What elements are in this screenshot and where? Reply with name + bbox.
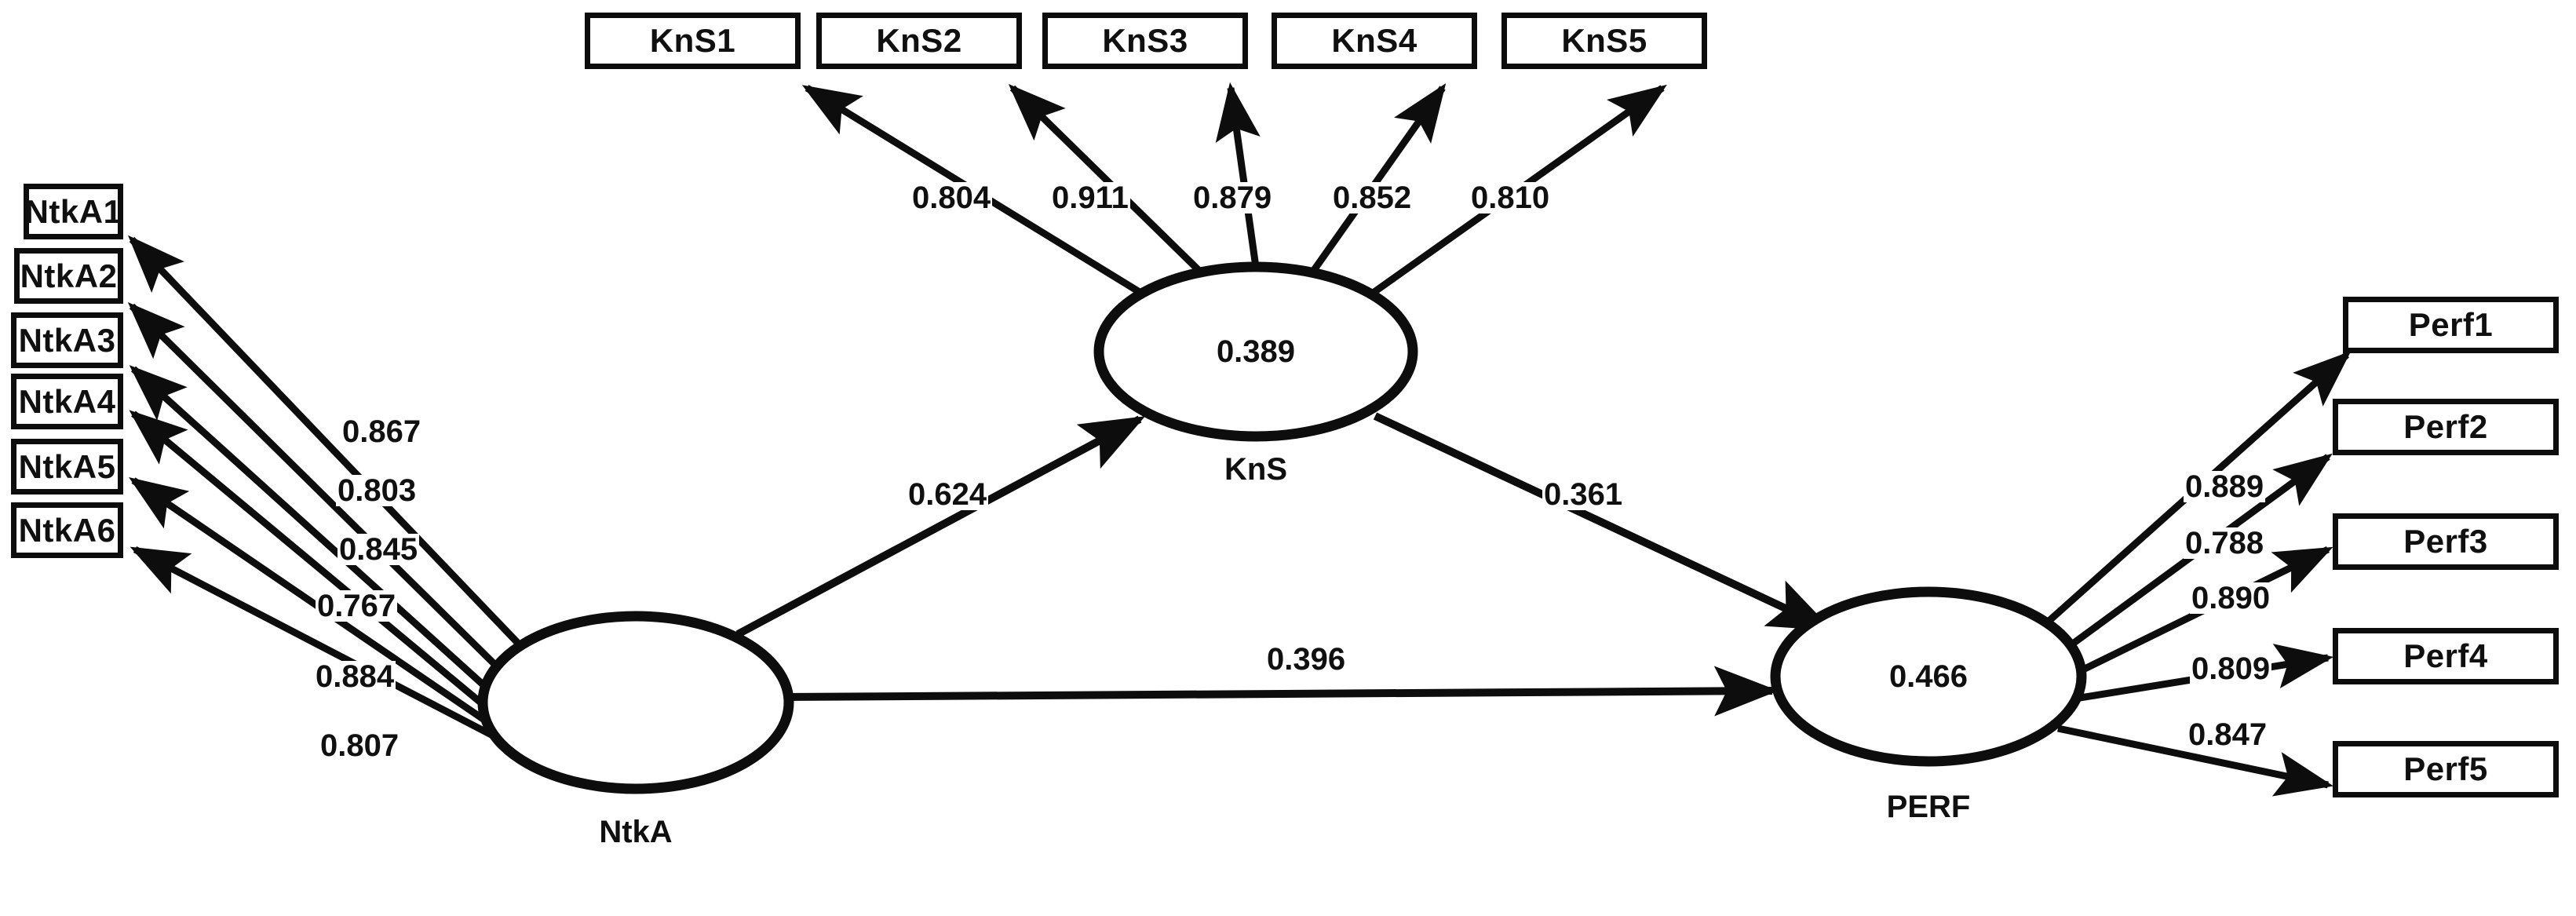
path-coefficient-ntka-kns: 0.624 xyxy=(907,477,989,512)
indicator-label-ntka4: NtkA4 xyxy=(18,382,116,420)
ellipse-perf[interactable] xyxy=(1770,586,2087,767)
arrow-ntka-to-ntka4 xyxy=(129,410,491,712)
structural-paths xyxy=(735,412,1833,717)
arrow-ntka-to-ntka6 xyxy=(130,546,527,755)
indicator-box-kns4[interactable]: KnS4 xyxy=(1272,13,1477,69)
loading-label-ntka2: 0.803 xyxy=(336,473,418,508)
indicator-label-perf5: Perf5 xyxy=(2403,750,2488,787)
path-ntka-to-perf xyxy=(789,666,1779,717)
indicator-label-ntka2: NtkA2 xyxy=(20,257,118,294)
indicator-label-perf4: Perf4 xyxy=(2403,637,2488,674)
arrow-ntka-to-ntka1 xyxy=(128,235,531,656)
r2-value-kns: 0.389 xyxy=(1216,334,1296,369)
loading-label-ntka3: 0.845 xyxy=(338,532,420,567)
arrow-kns-to-kns2 xyxy=(1008,83,1204,276)
loading-label-kns3: 0.879 xyxy=(1191,181,1274,215)
indicator-label-perf3: Perf3 xyxy=(2403,523,2488,560)
indicator-box-ntka2[interactable]: NtkA2 xyxy=(14,248,123,304)
path-kns-to-perf xyxy=(1373,412,1833,632)
indicator-label-perf1: Perf1 xyxy=(2408,306,2494,343)
ellipse-ntka[interactable] xyxy=(477,611,794,794)
indicator-box-kns2[interactable]: KnS2 xyxy=(816,13,1022,69)
path-ntka-to-kns xyxy=(735,415,1146,638)
ntka-measurement-arrows xyxy=(127,235,531,755)
indicator-label-ntka1: NtkA1 xyxy=(24,192,122,230)
path-coefficient-kns-perf: 0.361 xyxy=(1542,477,1625,512)
loading-label-perf2: 0.788 xyxy=(2184,526,2266,560)
loading-label-ntka5: 0.884 xyxy=(314,659,396,694)
indicator-box-ntka4[interactable]: NtkA4 xyxy=(11,374,123,429)
indicator-label-kns2: KnS2 xyxy=(876,22,962,59)
indicator-box-kns1[interactable]: KnS1 xyxy=(585,13,801,69)
construct-label-perf: PERF xyxy=(1886,790,1971,824)
indicator-label-ntka3: NtkA3 xyxy=(18,321,116,359)
indicator-label-kns1: KnS1 xyxy=(649,22,736,59)
loading-label-kns4: 0.852 xyxy=(1331,181,1414,215)
arrow-kns-to-kns4 xyxy=(1309,83,1447,275)
indicator-box-perf5[interactable]: Perf5 xyxy=(2333,741,2559,797)
loading-label-kns5: 0.810 xyxy=(1469,181,1552,215)
loading-label-ntka1: 0.867 xyxy=(341,414,423,449)
loading-label-ntka4: 0.767 xyxy=(316,589,398,623)
indicator-box-ntka1[interactable]: NtkA1 xyxy=(24,184,123,239)
indicator-label-kns5: KnS5 xyxy=(1561,22,1647,59)
loading-label-kns1: 0.804 xyxy=(910,181,993,215)
indicator-box-perf4[interactable]: Perf4 xyxy=(2333,628,2559,684)
indicator-box-kns3[interactable]: KnS3 xyxy=(1042,13,1248,69)
arrow-perf-to-perf5 xyxy=(2057,724,2334,797)
loading-label-perf1: 0.889 xyxy=(2184,469,2266,504)
arrow-kns-to-kns3 xyxy=(1215,82,1261,268)
indicator-box-ntka3[interactable]: NtkA3 xyxy=(11,312,123,368)
indicator-label-perf2: Perf2 xyxy=(2403,408,2488,445)
loading-label-perf3: 0.890 xyxy=(2190,581,2272,615)
loading-label-perf5: 0.847 xyxy=(2187,717,2269,752)
loading-label-perf4: 0.809 xyxy=(2190,651,2272,686)
indicator-box-perf1[interactable]: Perf1 xyxy=(2343,297,2559,353)
indicator-label-ntka6: NtkA6 xyxy=(18,511,116,549)
loading-label-ntka6: 0.807 xyxy=(319,728,401,763)
construct-label-kns: KnS xyxy=(1224,452,1287,487)
indicator-label-kns4: KnS4 xyxy=(1331,22,1418,59)
indicator-box-perf2[interactable]: Perf2 xyxy=(2333,399,2559,455)
arrow-ntka-to-ntka2 xyxy=(127,301,505,675)
r2-value-perf: 0.466 xyxy=(1888,659,1968,694)
indicator-box-perf3[interactable]: Perf3 xyxy=(2333,513,2559,570)
arrow-ntka-to-ntka3 xyxy=(129,365,493,694)
construct-label-ntka: NtkA xyxy=(599,815,673,849)
ellipse-kns[interactable] xyxy=(1093,261,1418,442)
indicator-box-ntka6[interactable]: NtkA6 xyxy=(11,502,123,558)
indicator-label-kns3: KnS3 xyxy=(1102,22,1188,59)
indicator-box-kns5[interactable]: KnS5 xyxy=(1501,13,1707,69)
loading-label-kns2: 0.911 xyxy=(1050,181,1130,215)
indicator-box-ntka5[interactable]: NtkA5 xyxy=(11,439,123,494)
indicator-label-ntka5: NtkA5 xyxy=(18,447,116,485)
path-coefficient-ntka-perf: 0.396 xyxy=(1265,642,1348,677)
